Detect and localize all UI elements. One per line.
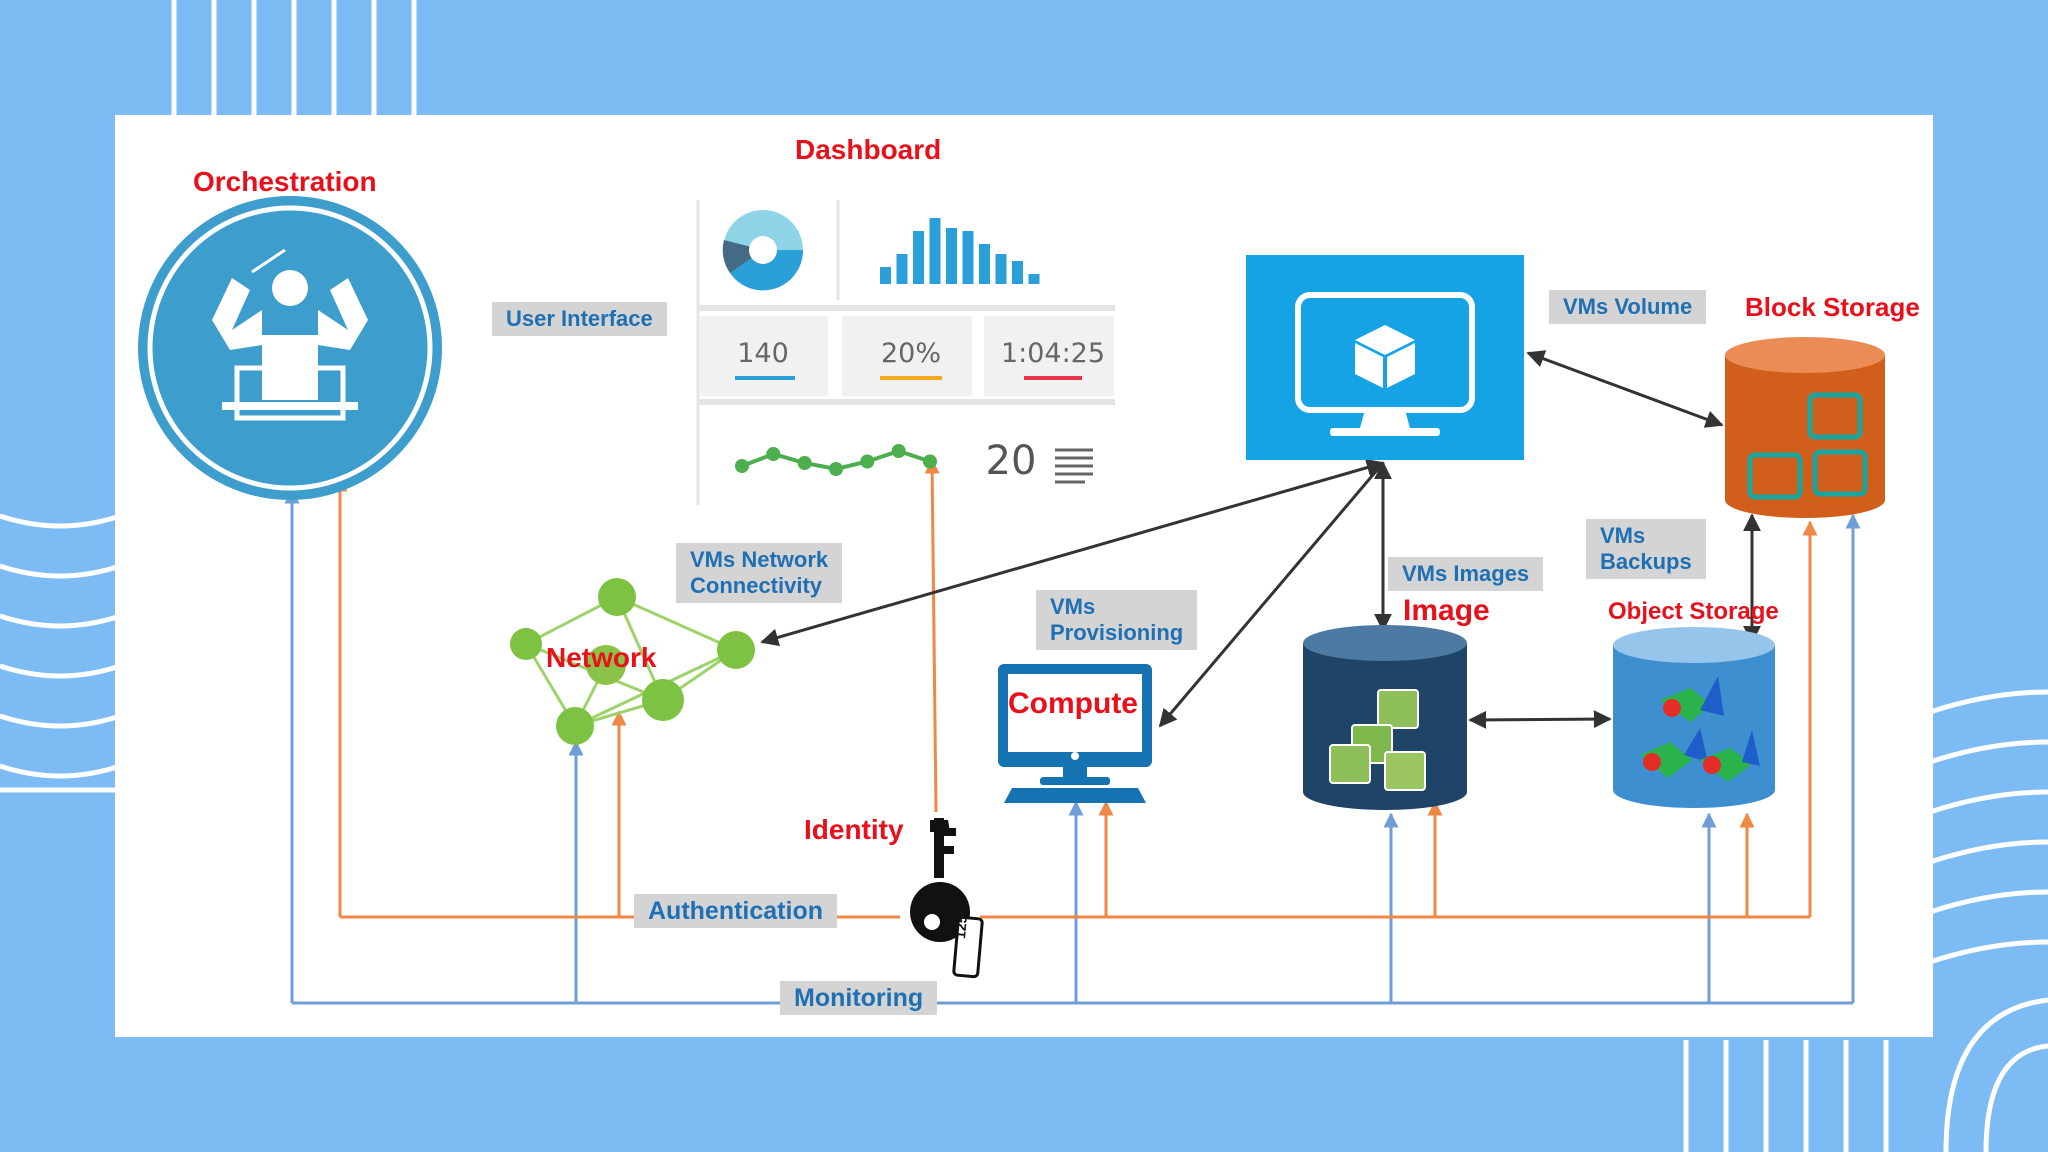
network-nodes-icon bbox=[510, 578, 755, 745]
dashboard-widget bbox=[696, 200, 1115, 505]
sparkline-point bbox=[860, 454, 875, 469]
dashboard-bar bbox=[946, 228, 957, 284]
user-interface-label: User Interface bbox=[492, 302, 667, 336]
block-storage-cylinder-icon bbox=[1725, 337, 1885, 518]
object-storage-label: Object Storage bbox=[1608, 598, 1779, 625]
connection-arrows bbox=[760, 350, 1761, 729]
compute-label: Compute bbox=[1008, 687, 1138, 720]
identity-label: Identity bbox=[804, 814, 904, 845]
orchestration-label: Orchestration bbox=[193, 166, 377, 197]
dashboard-bar bbox=[913, 231, 924, 284]
stat-2: 20% bbox=[880, 338, 941, 369]
sparkline-point bbox=[797, 456, 812, 470]
dashboard-bar bbox=[962, 231, 974, 284]
donut-chart-icon bbox=[722, 210, 804, 291]
sparkline-point bbox=[891, 444, 906, 458]
monitoring-label: Monitoring bbox=[780, 981, 938, 1015]
dashboard-title: Dashboard bbox=[795, 134, 942, 165]
monitor-cube-icon bbox=[1246, 255, 1524, 460]
object-storage-cylinder-icon bbox=[1613, 627, 1775, 808]
sparkline-point bbox=[923, 454, 937, 469]
vms-network-connectivity-label: VMs Network Connectivity bbox=[676, 543, 843, 603]
image-label: Image bbox=[1403, 594, 1490, 627]
sparkline-points bbox=[735, 444, 937, 476]
orchestration-conductor-icon bbox=[138, 196, 442, 500]
sparkline-point bbox=[829, 462, 843, 476]
monitoring-bus bbox=[284, 488, 1861, 1005]
dashboard-bar bbox=[995, 254, 1007, 284]
vms-backups-label: VMs Backups bbox=[1586, 519, 1706, 579]
vms-images-label: VMs Images bbox=[1388, 557, 1544, 591]
dashboard-bar bbox=[880, 267, 891, 284]
stat-4: 20 bbox=[985, 438, 1037, 484]
dashboard-bar bbox=[979, 244, 990, 284]
sparkline-point bbox=[766, 447, 781, 461]
bar-chart-icon bbox=[880, 218, 1040, 284]
dashboard-bar bbox=[929, 218, 941, 284]
authentication-label: Authentication bbox=[634, 894, 837, 928]
computer-icon bbox=[998, 664, 1152, 803]
vms-volume-label: VMs Volume bbox=[1549, 290, 1707, 324]
stat-1: 140 bbox=[737, 338, 789, 369]
network-label: Network bbox=[546, 642, 657, 673]
stat-3: 1:04:25 bbox=[1000, 338, 1106, 369]
vms-provisioning-label: VMs Provisioning bbox=[1036, 590, 1198, 650]
dashboard-bar bbox=[1012, 261, 1023, 284]
dashboard-bar bbox=[896, 254, 908, 284]
block-storage-label: Block Storage bbox=[1745, 292, 1920, 322]
sparkline-point bbox=[735, 459, 749, 473]
list-lines-icon bbox=[1055, 448, 1093, 484]
image-database-icon bbox=[1303, 625, 1467, 810]
key-icon bbox=[910, 818, 984, 979]
key-tag-number: 1256 bbox=[952, 906, 971, 940]
dashboard-bar bbox=[1028, 274, 1040, 284]
